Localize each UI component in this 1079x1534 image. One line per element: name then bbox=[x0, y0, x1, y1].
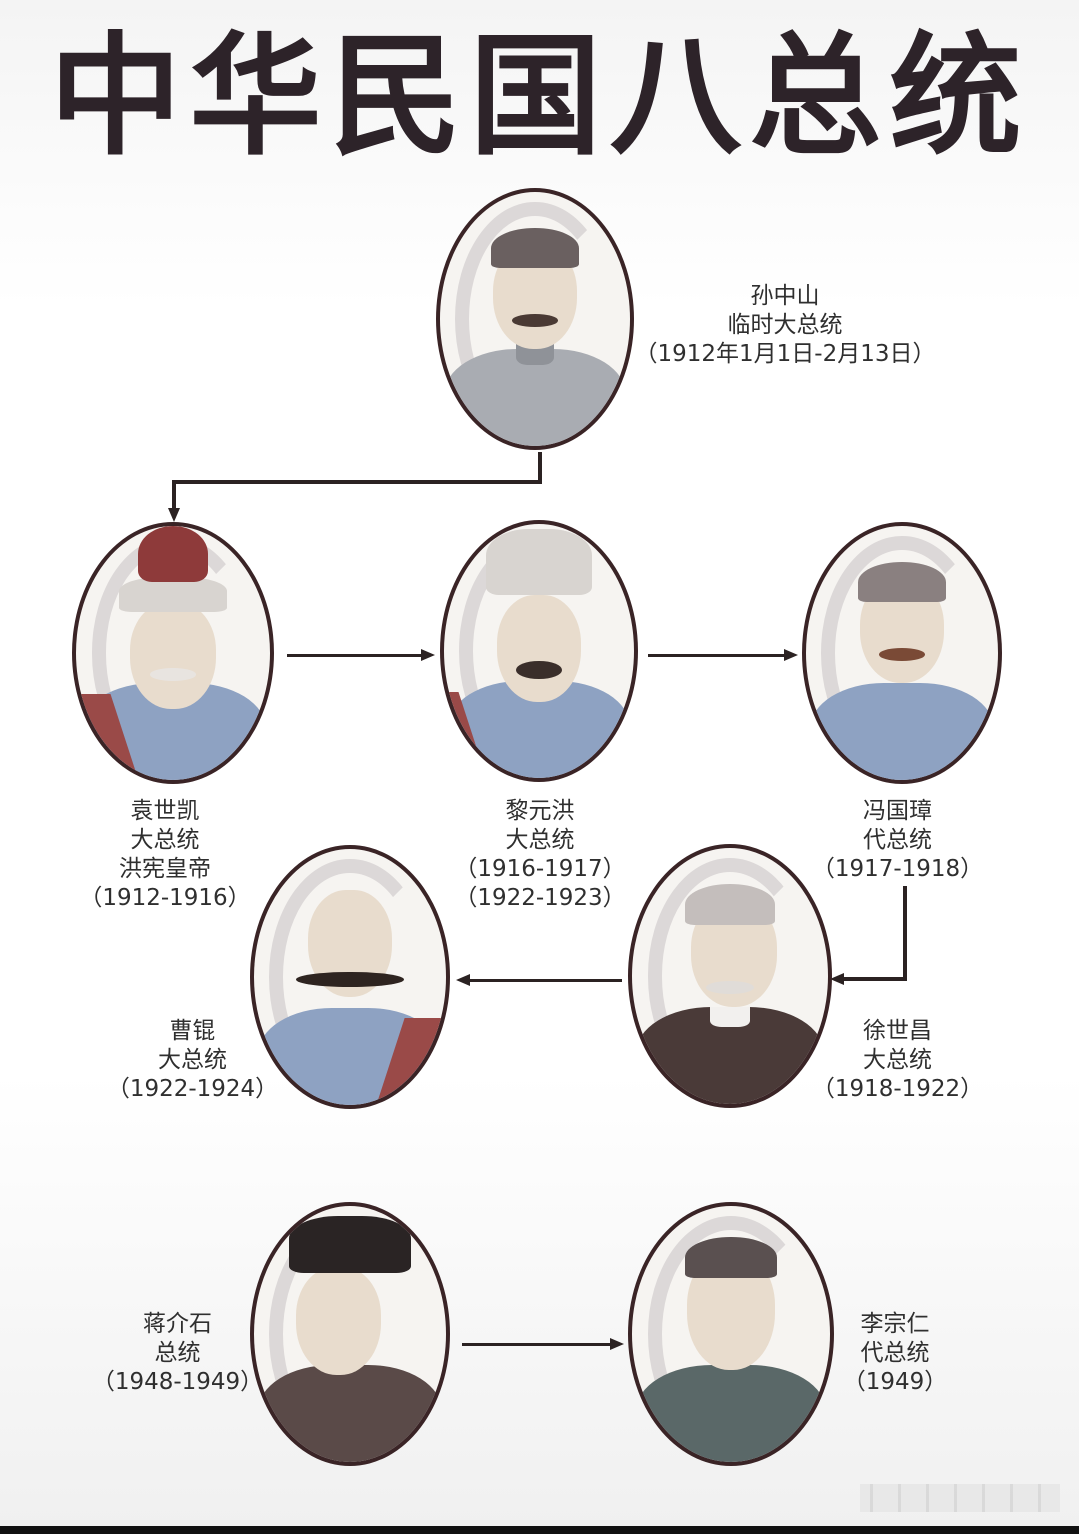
president-title: 大总统 bbox=[505, 827, 575, 853]
portrait-uniform bbox=[635, 1364, 827, 1462]
portrait-li-zongren bbox=[628, 1202, 834, 1466]
portrait-mustache bbox=[706, 981, 754, 994]
label-sun-yat-sen: 孙中山 临时大总统 （1912年1月1日-2月13日） bbox=[630, 282, 940, 369]
label-li-zongren: 李宗仁 代总统 （1949） bbox=[825, 1310, 965, 1397]
portrait-hair bbox=[857, 561, 947, 603]
president-title: 大总统 bbox=[158, 1047, 227, 1073]
portrait-uniform bbox=[809, 683, 995, 780]
portrait-hat bbox=[485, 529, 593, 596]
president-name: 孙中山 bbox=[750, 283, 820, 309]
connector-line bbox=[903, 886, 907, 980]
portrait-chiang-kai-shek bbox=[250, 1202, 450, 1466]
portrait-sun-yat-sen bbox=[436, 188, 634, 450]
president-term: （1922-1924） bbox=[106, 1076, 279, 1102]
president-term-2: （1922-1923） bbox=[454, 885, 626, 911]
label-chiang-kai-shek: 蒋介石 总统 （1948-1949） bbox=[85, 1310, 270, 1397]
portrait-cao-kun bbox=[250, 845, 450, 1109]
portrait-li-yuanhong bbox=[440, 520, 638, 782]
president-name: 袁世凯 bbox=[130, 798, 200, 824]
portrait-uniform bbox=[443, 349, 627, 446]
label-yuan-shikai: 袁世凯 大总统 洪宪皇帝 （1912-1916） bbox=[60, 797, 270, 913]
president-name: 黎元洪 bbox=[505, 798, 575, 824]
portrait-plume bbox=[138, 526, 208, 582]
connector-line bbox=[842, 977, 907, 981]
president-title: 大总统 bbox=[130, 827, 200, 853]
portrait-face bbox=[130, 602, 216, 709]
connector-line bbox=[287, 654, 423, 657]
portrait-mustache bbox=[296, 971, 404, 988]
portrait-mustache bbox=[878, 647, 926, 661]
label-feng-guozhang: 冯国璋 代总统 （1917-1918） bbox=[800, 797, 995, 884]
portrait-xu-shichang bbox=[628, 844, 832, 1108]
connector-line bbox=[172, 480, 176, 512]
arrow-icon bbox=[610, 1338, 624, 1350]
portrait-uniform bbox=[257, 1364, 443, 1462]
portrait-feng-guozhang bbox=[802, 522, 1002, 784]
president-term: （1949） bbox=[842, 1369, 948, 1395]
connector-line bbox=[538, 452, 542, 484]
connector-line bbox=[648, 654, 786, 657]
president-extra: 洪宪皇帝 bbox=[119, 856, 211, 882]
portrait-mustache bbox=[149, 668, 197, 681]
president-term: （1916-1917） bbox=[454, 856, 626, 882]
arrow-icon bbox=[421, 649, 435, 661]
portrait-face bbox=[497, 595, 581, 702]
label-xu-shichang: 徐世昌 大总统 （1918-1922） bbox=[800, 1017, 995, 1104]
president-term: （1912年1月1日-2月13日） bbox=[634, 341, 936, 367]
portrait-hat bbox=[118, 576, 228, 613]
president-title: 临时大总统 bbox=[727, 312, 843, 338]
portrait-hair bbox=[685, 1236, 777, 1278]
page-title: 中华民国八总统 bbox=[49, 20, 1030, 174]
portrait-face bbox=[296, 1267, 381, 1375]
label-cao-kun: 曹锟 大总统 （1922-1924） bbox=[95, 1017, 290, 1104]
connector-line bbox=[462, 1343, 612, 1346]
connector-line bbox=[172, 480, 542, 484]
president-term: （1948-1949） bbox=[91, 1369, 264, 1395]
president-title: 总统 bbox=[154, 1340, 201, 1366]
bottom-bar bbox=[0, 1526, 1079, 1534]
portrait-bowtie bbox=[710, 1006, 750, 1028]
president-title: 代总统 bbox=[863, 827, 932, 853]
portrait-hair bbox=[491, 227, 579, 269]
watermark bbox=[860, 1484, 1060, 1512]
portrait-hair bbox=[684, 883, 776, 925]
label-li-yuanhong: 黎元洪 大总统 （1916-1917） （1922-1923） bbox=[435, 797, 645, 913]
president-name: 蒋介石 bbox=[143, 1311, 212, 1337]
arrow-icon bbox=[168, 508, 180, 522]
arrow-icon bbox=[784, 649, 798, 661]
arrow-icon bbox=[456, 974, 470, 986]
president-term: （1918-1922） bbox=[811, 1076, 984, 1102]
president-name: 曹锟 bbox=[169, 1018, 216, 1044]
president-term: （1917-1918） bbox=[811, 856, 984, 882]
portrait-cap bbox=[288, 1216, 412, 1273]
arrow-icon bbox=[830, 973, 844, 985]
president-name: 冯国璋 bbox=[863, 798, 932, 824]
portrait-mustache bbox=[512, 313, 558, 327]
president-term: （1912-1916） bbox=[79, 885, 251, 911]
president-name: 徐世昌 bbox=[863, 1018, 932, 1044]
connector-line bbox=[468, 979, 622, 982]
president-name: 李宗仁 bbox=[860, 1311, 930, 1337]
president-title: 大总统 bbox=[863, 1047, 932, 1073]
president-title: 代总统 bbox=[860, 1340, 930, 1366]
portrait-mustache bbox=[516, 661, 562, 679]
portrait-yuan-shikai bbox=[72, 522, 274, 784]
